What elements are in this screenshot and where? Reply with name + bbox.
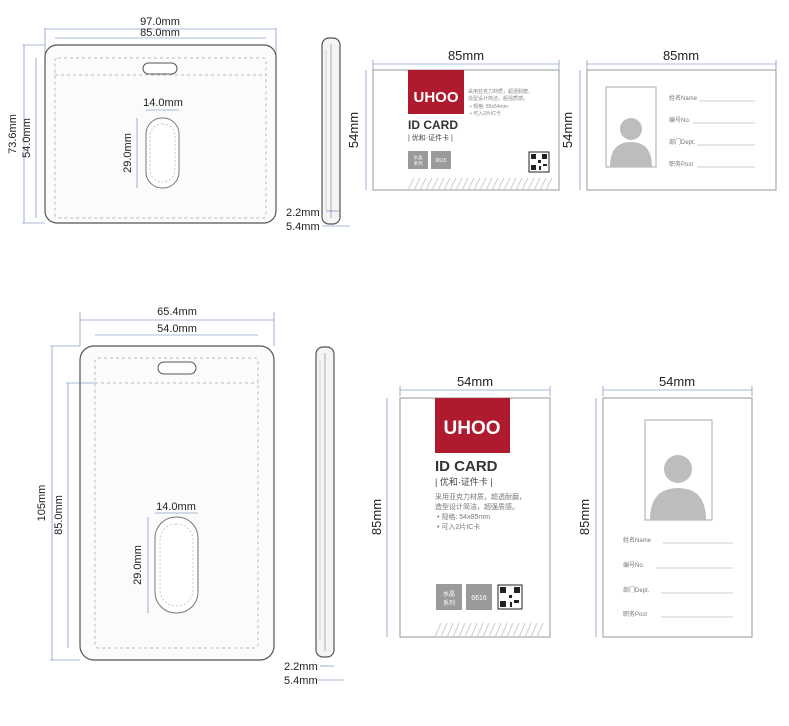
top-brand-logo: UHOO [414,89,459,106]
bottom-card-subtitle: | 优和·证件卡 | [435,476,493,487]
bottom-side-thick-label: 5.4mm [284,675,318,687]
top-holder-front: 97.0mm 85.0mm 14.0mm 29.0mm 73.6mm 54.0m… [7,16,277,224]
bottom-inner-height-label: 85.0mm [53,495,65,535]
bottom-back-width-label: 54mm [659,374,695,389]
top-card-height-label: 54mm [346,112,361,148]
bottom-qr-code-icon [497,584,523,610]
bottom-lanyard-slot [157,361,197,375]
top-back-dept: 部门Dept. [669,138,696,146]
bottom-card-front: 54mm 85mm UHOO ID CARD | 优和·证件卡 | 采用亚克力材… [369,374,551,638]
bottom-code-box [466,584,492,610]
bottom-outer-width-label: 65.4mm [157,306,197,318]
top-inner-width-label: 85.0mm [140,27,180,39]
top-brand-block [408,70,464,114]
top-spec: • 规格: 85x54mm [470,103,508,110]
top-back-post: 职务Post [669,160,693,168]
top-series-line1: 水晶 [414,154,423,161]
top-holder-side: 2.2mm 5.4mm [286,37,350,233]
top-series-box [408,151,428,169]
bottom-back-name: 姓名Name [623,536,652,544]
bottom-card-title: ID CARD [435,458,498,475]
top-lanyard-slot [142,62,178,75]
top-side-thin-label: 2.2mm [286,207,320,219]
top-card-subtitle: | 优和·证件卡 | [408,133,453,142]
bottom-card-height-label: 85mm [369,499,384,535]
bottom-holder-body [79,345,275,661]
bottom-holder-front: 65.4mm 54.0mm 14.0mm 29.0mm 105mm 85.0mm [36,306,275,661]
bottom-holder-side: 2.2mm 5.4mm [284,346,344,687]
bottom-card-back: 54mm 85mm 姓名Name 编号No. 部门Dept. 职务Post [577,374,753,638]
top-slot-height-label: 29.0mm [122,133,134,173]
top-back-name: 姓名Name [669,94,698,102]
bottom-desc-line1: 采用亚克力材质，超透耐磨， [435,492,526,501]
bottom-avatar-icon [650,455,706,520]
top-card-back: 85mm 54mm 姓名Name 编号No. 部门Dept. 职务Post [560,48,777,191]
bottom-series-line1: 水晶 [443,590,455,598]
bottom-ic: • 可入2片IC卡 [437,522,480,531]
top-outer-width-label: 97.0mm [140,16,180,28]
top-slot-width-label: 14.0mm [143,97,183,109]
top-card-outline [372,69,560,191]
top-qr-code-icon [528,151,550,173]
bottom-back-number: 编号No. [623,561,645,569]
top-thumb-slot [145,117,180,189]
top-outer-height-label: 73.6mm [7,114,19,154]
bottom-back-post: 职务Post [623,610,647,618]
bottom-series-box [436,584,462,610]
top-card-hatch [407,177,553,191]
bottom-brand-block [435,398,510,453]
top-back-number: 编号No. [669,116,691,124]
top-card-title: ID CARD [408,118,458,132]
bottom-spec: • 规格: 54x85mm [437,512,490,521]
bottom-series-line2: 系列 [443,599,455,607]
bottom-back-height-label: 85mm [577,499,592,535]
top-back-width-label: 85mm [663,48,699,63]
bottom-desc-line2: 造型设计简洁，超强质感。 [435,502,519,511]
bottom-side-thin-label: 2.2mm [284,661,318,673]
bottom-thumb-slot [154,516,199,614]
bottom-inner-width-label: 54.0mm [157,323,197,335]
top-back-height-label: 54mm [560,112,575,148]
top-card-front: 85mm 54mm UHOO ID CARD | 优和·证件卡 | 采用亚克力材… [346,48,560,191]
top-side-thick-label: 5.4mm [286,221,320,233]
top-desc-line2: 造型设计简洁，超强质感。 [468,95,528,102]
top-card-width-label: 85mm [448,48,484,63]
top-code-box [431,151,451,169]
bottom-slot-width-label: 14.0mm [156,501,196,513]
bottom-code: 6616 [471,595,487,602]
bottom-outer-height-label: 105mm [36,485,48,522]
bottom-brand-logo: UHOO [444,418,501,439]
bottom-card-hatch [434,622,544,638]
bottom-back-dept: 部门Dept. [623,586,650,594]
bottom-slot-height-label: 29.0mm [132,545,144,585]
top-code: 6615 [435,158,446,164]
top-desc-line1: 采用亚克力材质，超透耐磨， [468,88,533,95]
top-avatar-icon [610,118,652,167]
top-series-line2: 系列 [414,160,423,167]
bottom-card-width-label: 54mm [457,374,493,389]
top-ic: • 可入2片IC卡 [470,110,501,117]
top-inner-height-label: 54.0mm [21,118,33,158]
